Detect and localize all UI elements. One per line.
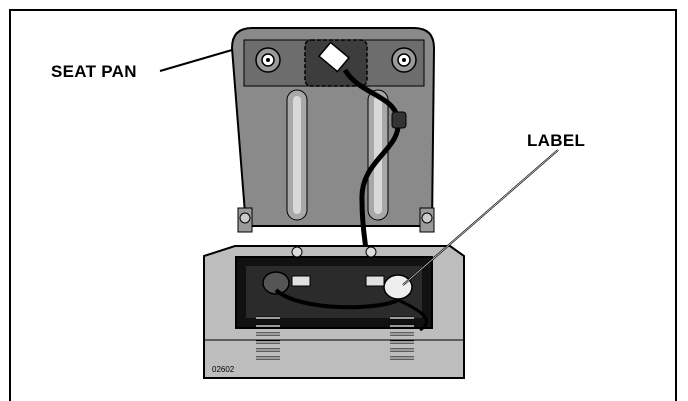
seat-pan-callout: SEAT PAN bbox=[51, 62, 137, 81]
seat-pan bbox=[230, 27, 436, 227]
spring-left bbox=[256, 316, 280, 360]
mount-hole-left bbox=[255, 47, 281, 73]
wire-harness bbox=[342, 68, 401, 251]
hinge-right bbox=[419, 207, 435, 233]
mount-hole-right bbox=[391, 47, 417, 73]
hinge-left bbox=[237, 207, 253, 233]
wire-clip bbox=[391, 111, 407, 129]
spring-right bbox=[390, 316, 414, 360]
seat-base bbox=[203, 245, 465, 379]
seat-pan-leader bbox=[159, 49, 233, 72]
label-callout: LABEL bbox=[527, 131, 586, 150]
figure-number: 02602 bbox=[212, 365, 235, 374]
